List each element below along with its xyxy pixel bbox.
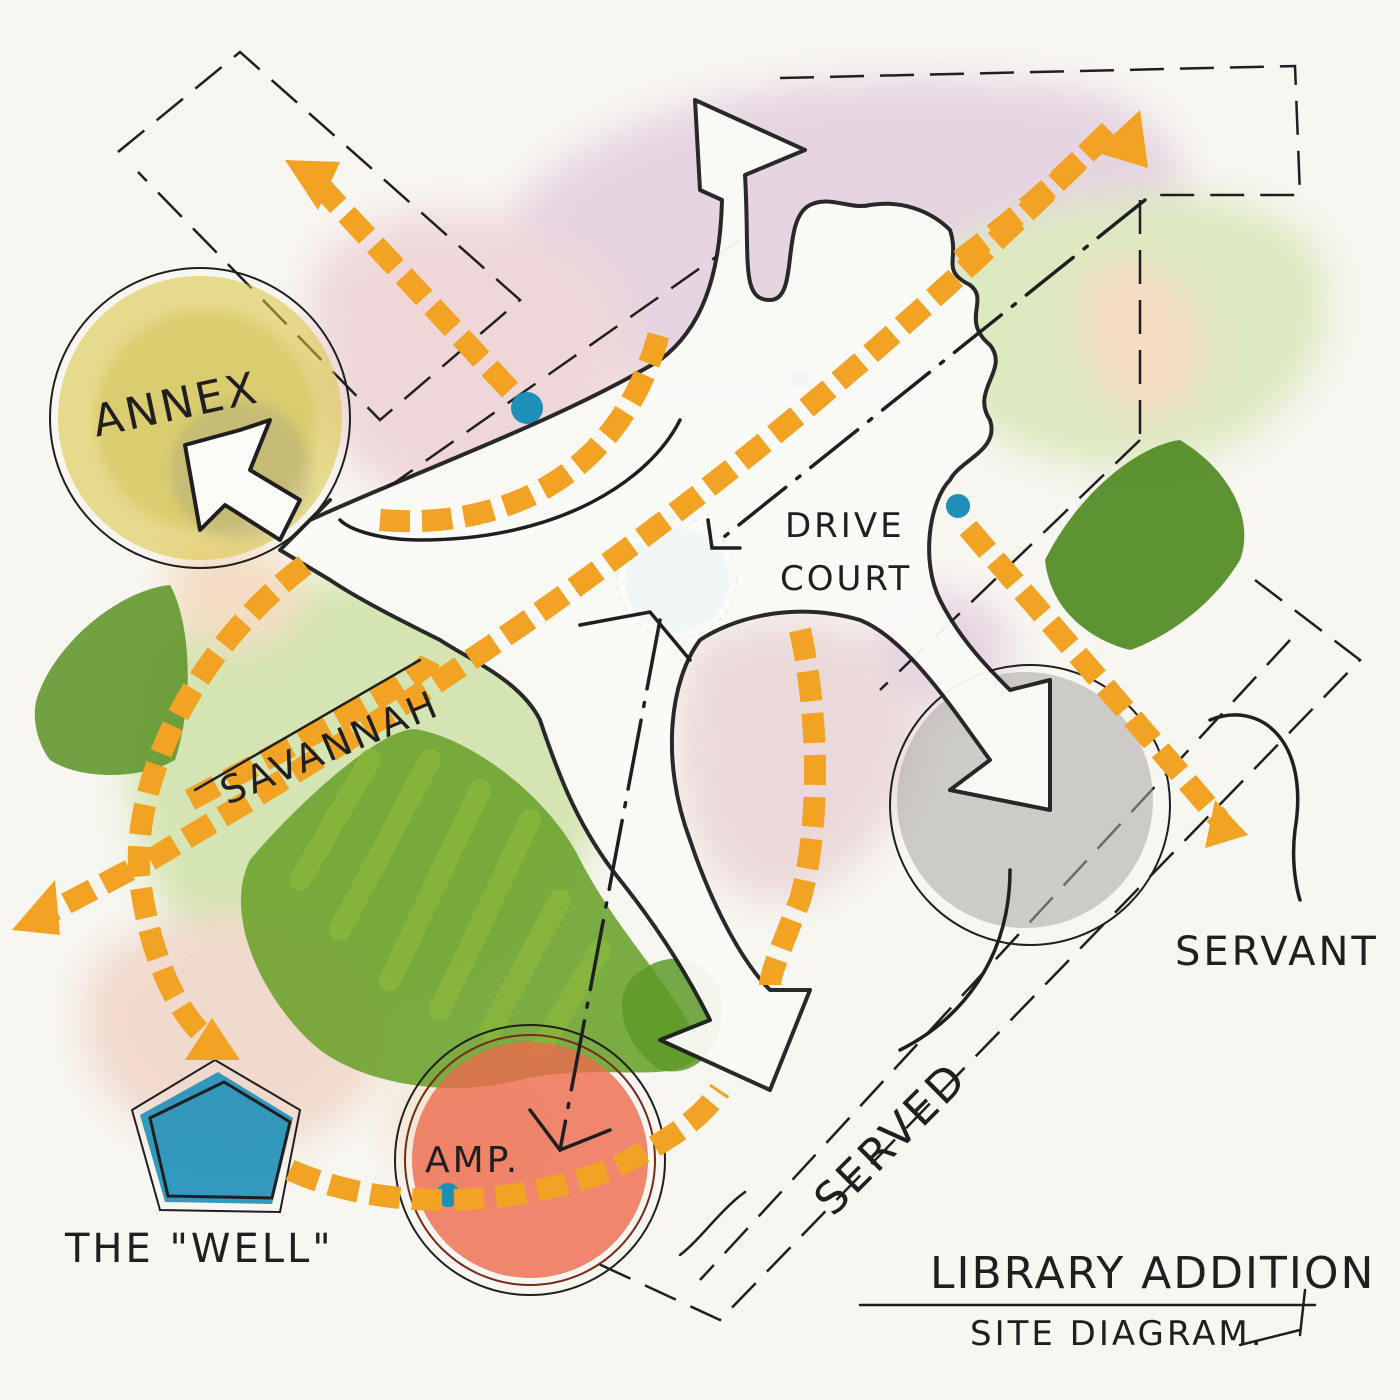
amp-label: AMP. [425,1140,520,1181]
movement-paths [29,122,1229,1211]
amp-node [394,1024,666,1296]
main-diagonal-path [144,132,1108,870]
underlines [193,658,1317,1347]
path-arrowheads [12,110,1248,1060]
annex-path-arrowhead [285,160,340,210]
green-block-right [1045,440,1245,650]
savannah-underline [193,658,422,792]
blue-dot [511,392,543,424]
main-path-arrowhead [1095,110,1148,168]
drive-label: DRIVE [785,506,905,546]
large-green-lawn [240,729,700,1089]
upper-right-path [953,122,1118,269]
diagram-subtitle: SITE DIAGRAM. [970,1314,1265,1354]
savannah-path [184,653,440,810]
served-squiggle [678,1190,747,1257]
blue-dot [946,494,970,518]
servant-curve [1208,713,1302,902]
green-block-left [34,585,188,775]
axis-lines [338,198,1302,1153]
annex-curve-path [379,327,671,533]
servant-path-arrowhead [1205,800,1248,848]
subtitle-slash [1238,1328,1302,1347]
title-tick [1298,1288,1307,1337]
inner-diagonal-boundary [369,238,741,502]
main-diagonal-axis [718,198,1147,542]
wash-peach-right [1078,259,1206,418]
annex-path [301,167,519,398]
well-path-arrowhead [185,1018,240,1060]
amp-arrowhead [528,1108,612,1153]
amp-loop-path [285,1083,730,1211]
amp-axis [558,618,662,1152]
drive-court-chevron [578,610,692,662]
drive-arrowhead [706,518,742,550]
annex-entry-arrow [183,418,302,542]
served-curve [898,868,1012,1052]
served-path [759,627,826,986]
court-label: COURT [780,559,912,599]
servant-label: SERVANT [1175,929,1379,975]
lawn-streaks [289,749,611,1061]
left-branch-arrowhead [12,880,60,935]
diagram-title: LIBRARY ADDITION [930,1248,1375,1299]
lower-right-boundary [589,579,1362,1322]
served-boundary [699,639,1291,1281]
well-node [130,1058,302,1214]
left-loop-path [127,556,312,1054]
north-arrow [278,98,1052,1092]
wash-peach-left [168,542,302,650]
upper-right-boundary [779,64,1302,197]
circulation-arrows [183,98,1052,1092]
well-label: THE "WELL" [64,1226,334,1272]
servant-path [959,520,1229,828]
wash-pink-center [680,620,922,901]
annex-arc [338,418,682,542]
